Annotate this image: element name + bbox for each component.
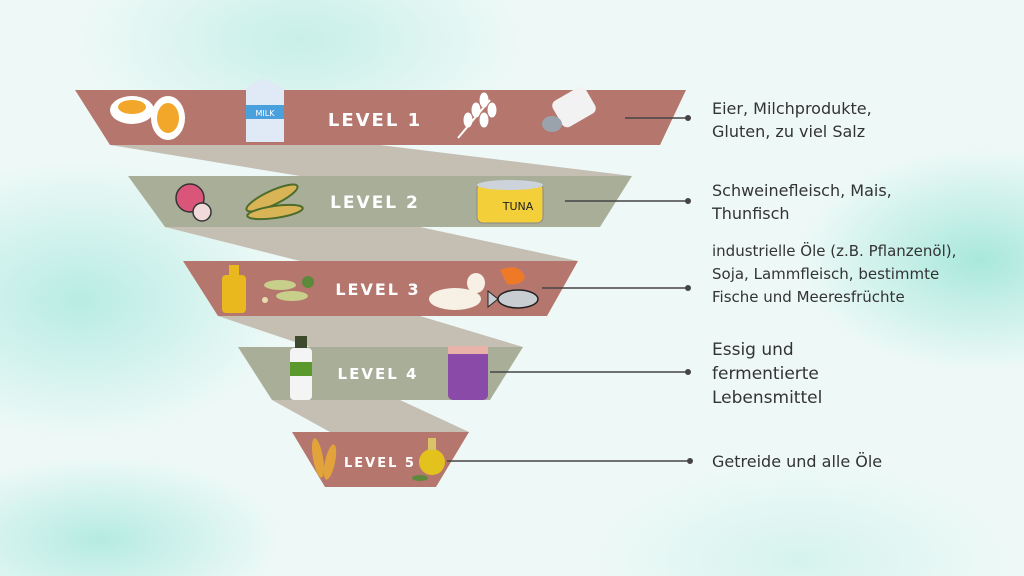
oil-bottle-icon (222, 265, 246, 313)
level-1-description: Eier, Milchprodukte, Gluten, zu viel Sal… (712, 99, 872, 141)
level-5-title: LEVEL 5 (344, 456, 416, 471)
fermented-cabbage-jar-icon (448, 346, 488, 400)
pork-icon (175, 183, 212, 222)
egg-icon (110, 96, 185, 140)
level-2-title: LEVEL 2 (330, 193, 420, 213)
level-4-title: LEVEL 4 (338, 365, 419, 383)
connector-dot (687, 458, 693, 464)
level-1-band (75, 90, 686, 145)
level-3-title: LEVEL 3 (335, 280, 420, 299)
ribbon-connector (272, 400, 469, 432)
level-5-description: Getreide und alle Öle (712, 452, 883, 471)
level-1-title: LEVEL 1 (328, 110, 422, 131)
level-5-band (292, 432, 469, 487)
connector-dot (685, 115, 691, 121)
level-3-description: industrielle Öle (z.B. Pflanzenöl), Soja… (712, 242, 957, 306)
level-4-description: Essig und fermentierte Lebensmittel (712, 340, 823, 408)
tuna-can-label: TUNA (502, 200, 534, 213)
connector-dot (685, 285, 691, 291)
soy-icon (262, 276, 314, 303)
tuna-can-icon: TUNA (476, 180, 544, 224)
corn-icon (245, 183, 304, 221)
ribbon-connector (218, 316, 523, 347)
olive-oil-icon (412, 438, 445, 481)
ribbon-connector (165, 227, 578, 261)
seafood-icon (487, 267, 539, 309)
connector-dot (685, 369, 691, 375)
svg-text:MILK: MILK (256, 109, 276, 118)
connector-dot (685, 198, 691, 204)
level-2-description: Schweinefleisch, Mais, Thunfisch (712, 181, 892, 223)
salt-shaker-icon (542, 86, 596, 132)
ribbon-connector (110, 145, 632, 176)
grain-icon (311, 438, 337, 480)
vinegar-bottle-icon (290, 336, 312, 400)
milk-carton-icon: MILK (246, 78, 284, 142)
lamb-icon (429, 273, 485, 310)
wheat-icon (457, 92, 497, 139)
